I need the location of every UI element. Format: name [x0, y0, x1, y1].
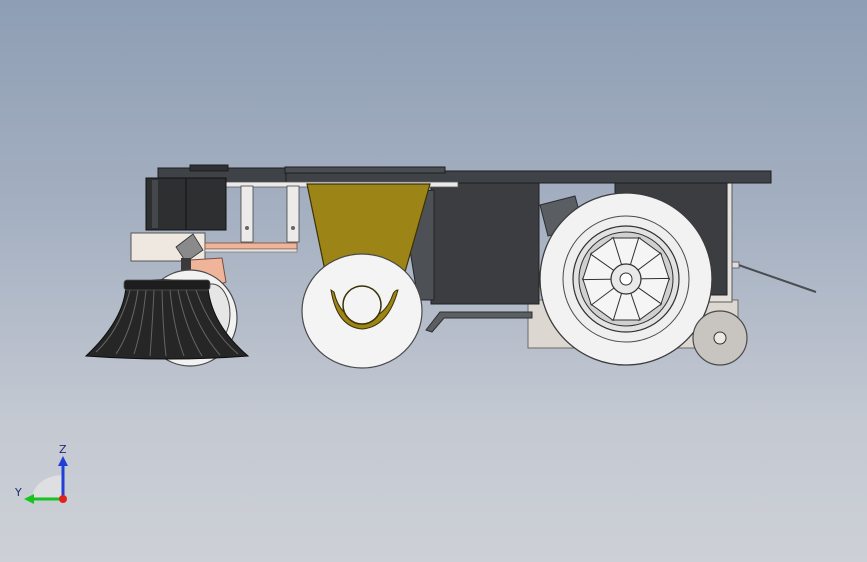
y-axis-arrow [24, 494, 34, 504]
hanger-bracket-2 [286, 185, 300, 243]
brush-arm-rod [204, 242, 298, 250]
lower-skid-plate [425, 311, 533, 333]
triad-graphic [24, 456, 68, 504]
rear-caster-hub [713, 331, 727, 345]
side-brush-strands [95, 289, 239, 357]
deck-raised-strip [284, 166, 446, 174]
cylinder-highlight [152, 180, 158, 228]
deck-cap [189, 164, 229, 172]
hanger-bolt-2 [291, 226, 295, 230]
z-axis-arrow [58, 456, 68, 466]
coordinate-triad: Z Y [10, 438, 80, 508]
hanger-bracket-1 [240, 185, 254, 243]
front-cylinder-right [185, 177, 227, 231]
center-motor-block [430, 182, 540, 305]
x-axis-point [59, 495, 67, 503]
brush-arm-rail [204, 248, 298, 253]
z-axis-label: Z [59, 443, 67, 456]
y-axis-label: Y [15, 486, 22, 499]
caster-axle-cutout [342, 285, 382, 325]
side-rod [729, 261, 817, 293]
hanger-bolt-1 [245, 226, 249, 230]
side-brush-cap [123, 279, 211, 291]
brush-mount-gusset [175, 233, 204, 263]
drive-wheel-hub-center [619, 272, 633, 286]
triad-plane-quadrant [32, 475, 63, 499]
